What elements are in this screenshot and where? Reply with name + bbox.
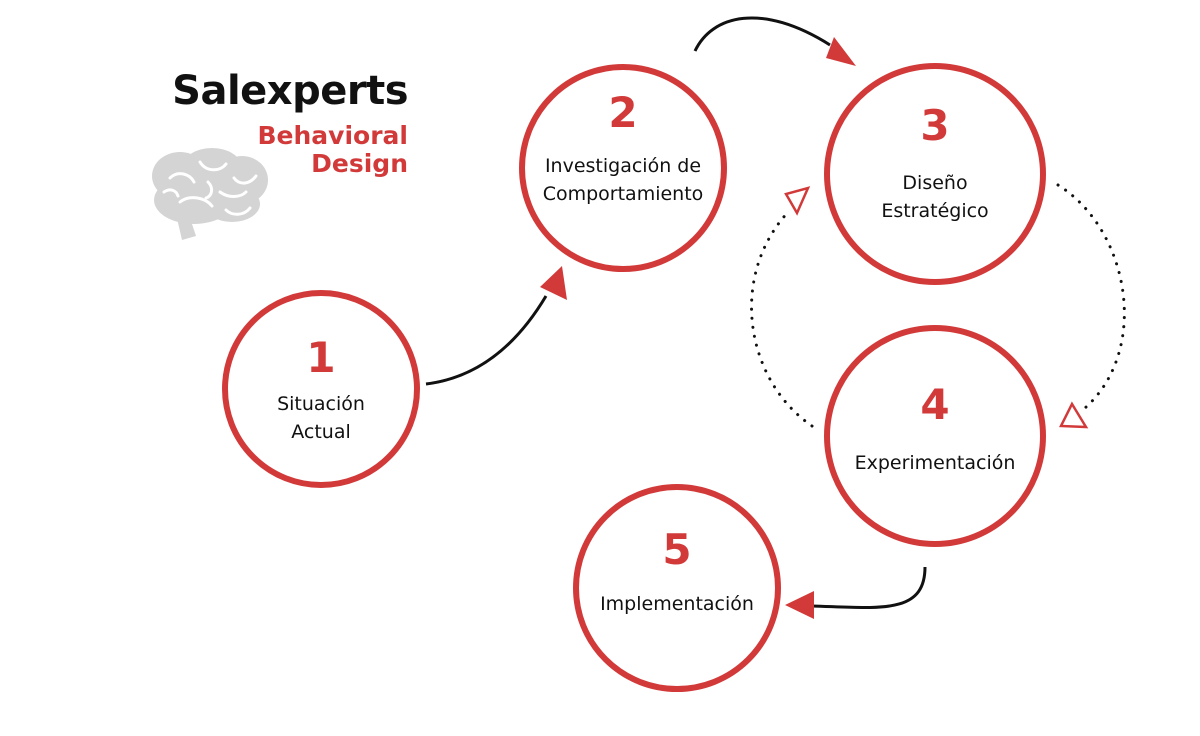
brand-block: Salexperts Behavioral Design — [150, 66, 408, 178]
arrowhead-4-to-5 — [785, 591, 814, 619]
step-label: Actual — [291, 421, 351, 443]
arrowhead-1-to-2 — [540, 266, 567, 300]
step-circle — [824, 63, 1046, 285]
connector-1-to-2 — [425, 266, 567, 386]
brand-subtitle-line2: Design — [311, 149, 408, 178]
feedback-loop-3-4 — [750, 183, 1126, 429]
brand-subtitle-line1: Behavioral — [257, 121, 409, 150]
step-number: 1 — [306, 333, 335, 382]
step-number: 2 — [608, 88, 637, 137]
connector-4-to-5 — [785, 566, 927, 619]
connector-2-to-3 — [693, 16, 856, 66]
brand-name: Salexperts — [172, 68, 408, 114]
step-label: Situación — [277, 393, 365, 415]
brand-subtitle: Behavioral Design — [150, 121, 409, 178]
step-label: Diseño — [902, 172, 967, 194]
brain-icon — [152, 148, 268, 240]
step-number: 5 — [662, 525, 691, 574]
step-circle — [519, 64, 727, 272]
step-label: Experimentación — [855, 452, 1016, 474]
open-arrowhead-3-to-4 — [1059, 401, 1089, 429]
step-label: Investigación de — [545, 155, 701, 177]
step-label: Implementación — [600, 593, 754, 615]
step-label: Estratégico — [881, 200, 988, 222]
step-circle — [222, 290, 420, 488]
step-label: Comportamiento — [543, 183, 704, 205]
step-circle — [573, 484, 781, 692]
arrowhead-2-to-3 — [826, 37, 856, 66]
step-number: 4 — [920, 380, 949, 429]
open-arrowhead-4-to-3 — [784, 186, 811, 216]
step-number: 3 — [920, 101, 949, 150]
step-circle — [824, 325, 1046, 547]
